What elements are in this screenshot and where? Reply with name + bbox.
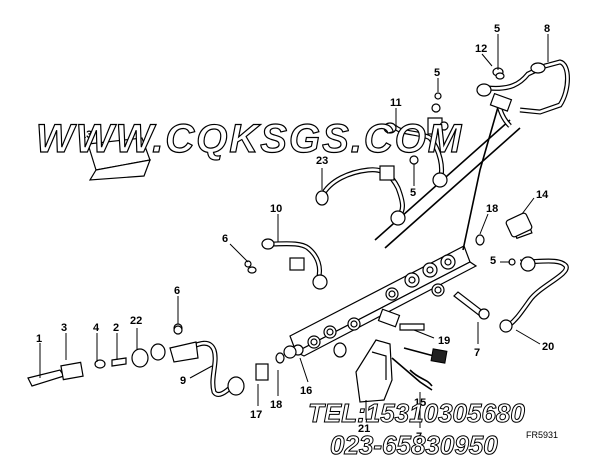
callout-18: 18 [486,203,498,215]
leader-lines [39,34,549,428]
callout-14: 14 [536,189,549,201]
callout-19: 19 [438,335,450,347]
watermark-url: WWW.CQKSGS.COM [36,117,463,161]
callout-2: 2 [113,322,119,334]
callout-22: 22 [130,315,142,327]
callout-5: 5 [434,67,440,79]
callout-11: 11 [390,97,402,109]
fuel-rail [289,99,521,357]
watermark-tel: TEL:15310305680 [308,398,525,428]
fittings [27,62,546,403]
callout-18: 18 [270,399,282,411]
callout-7: 7 [474,347,480,359]
callout-23: 23 [316,155,328,167]
callout-8: 8 [544,23,550,35]
callout-9: 9 [180,375,186,387]
callout-17: 17 [250,409,262,421]
callout-numbers: 1 3 4 2 22 6 9 6 10 23 11 12 5 8 5 5 18 … [36,23,554,443]
drawing-reference: FR5931 [526,430,558,440]
callout-16: 16 [300,385,312,397]
callout-6: 6 [174,285,180,297]
callout-13: 13 [80,129,92,141]
callout-20: 20 [542,341,554,353]
callout-1: 1 [36,333,42,345]
callout-3: 3 [61,322,67,334]
callout-4: 4 [93,322,100,334]
callout-21: 21 [358,423,370,435]
watermark-phone: 023-65830950 [330,430,498,460]
callout-6: 6 [222,233,228,245]
callout-5: 5 [410,187,416,199]
callout-10: 10 [270,203,282,215]
callout-15: 15 [414,397,426,409]
callout-5: 5 [494,23,500,35]
callout-12: 12 [475,43,487,55]
callout-5: 5 [490,255,496,267]
callout-7: 7 [416,431,422,443]
